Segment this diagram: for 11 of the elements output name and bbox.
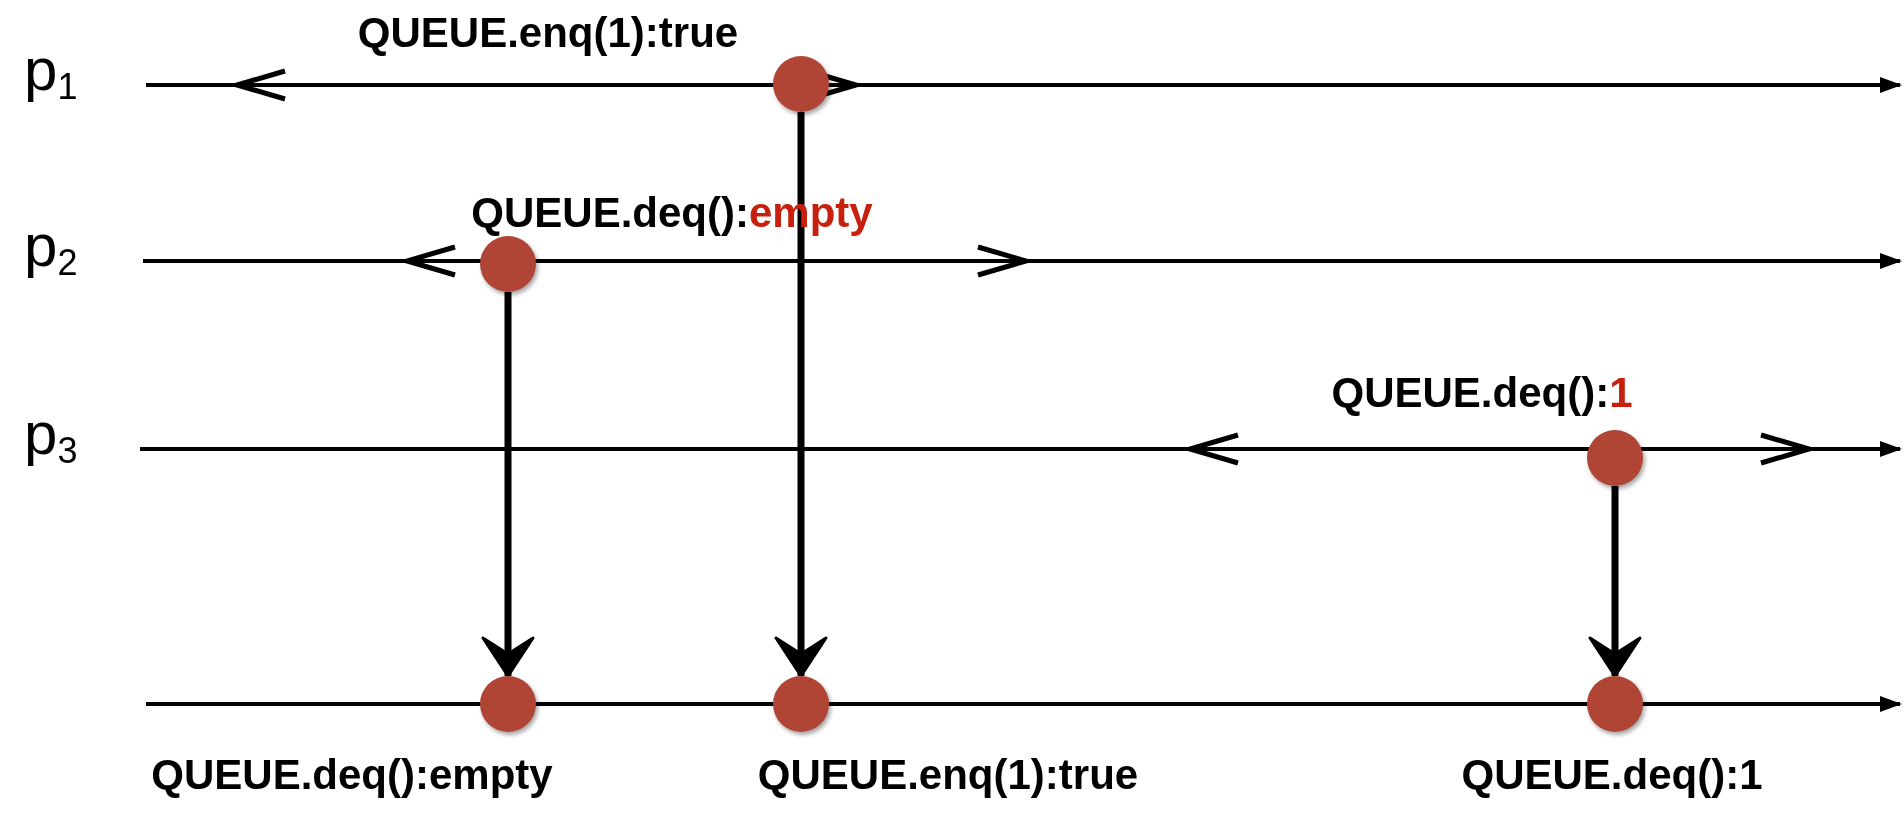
- operation-label: QUEUE.deq():1: [1331, 372, 1633, 414]
- operation-label: QUEUE.enq(1):true: [757, 754, 1139, 796]
- operation-label: QUEUE.deq():empty: [151, 754, 553, 796]
- operation-label: QUEUE.enq(1):true: [357, 12, 739, 54]
- arrow: [481, 292, 535, 678]
- process-label: p$_{3}$: [24, 404, 78, 464]
- process-label: p$_{1}$: [24, 40, 78, 100]
- process-label: p$_{2}$: [24, 216, 78, 276]
- arrow: [774, 112, 828, 678]
- arrow: [1588, 486, 1642, 678]
- operation-label: QUEUE.deq():1: [1461, 754, 1763, 796]
